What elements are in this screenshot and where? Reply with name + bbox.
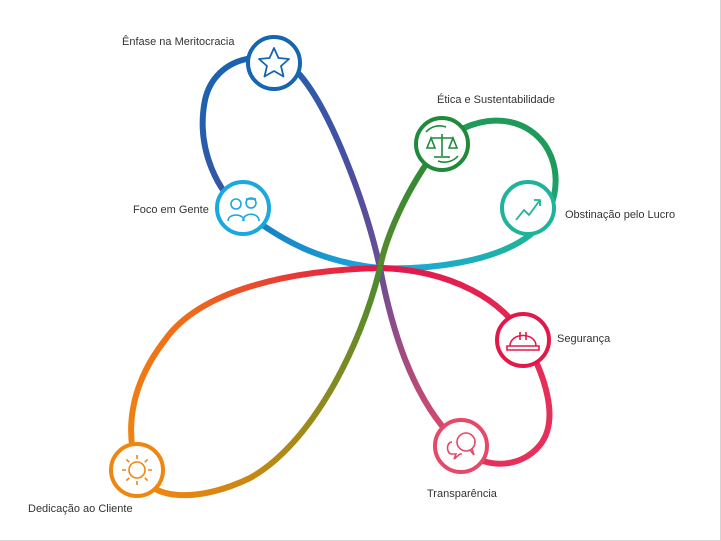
sun-icon <box>122 455 152 485</box>
node-transparencia <box>433 418 489 474</box>
label-transparencia: Transparência <box>427 488 497 500</box>
node-seguranca <box>495 312 551 368</box>
node-etica <box>414 116 470 172</box>
node-lucro <box>500 180 556 236</box>
node-cliente <box>109 442 165 498</box>
label-cliente: Dedicação ao Cliente <box>28 503 133 515</box>
label-gente: Foco em Gente <box>133 204 209 216</box>
scales-icon <box>425 125 459 163</box>
loop-cliente-upper <box>128 265 383 471</box>
loop-meritocracia <box>199 54 383 271</box>
node-meritocracia <box>246 35 302 91</box>
star-icon <box>258 47 290 78</box>
hard-hat-icon <box>506 332 540 351</box>
label-meritocracia: Ênfase na Meritocracia <box>122 36 235 48</box>
loop-cliente-lower <box>134 265 383 499</box>
node-gente <box>215 180 271 236</box>
label-etica: Ética e Sustentabilidade <box>437 94 556 106</box>
chat-bubbles-icon <box>446 432 476 460</box>
people-icon <box>227 197 260 222</box>
label-seguranca: Segurança <box>557 333 611 345</box>
loop-transparencia <box>377 265 463 448</box>
label-lucro: Obstinação pelo Lucro <box>565 209 676 221</box>
trend-up-icon <box>515 199 541 221</box>
loop-seguranca <box>377 265 553 467</box>
